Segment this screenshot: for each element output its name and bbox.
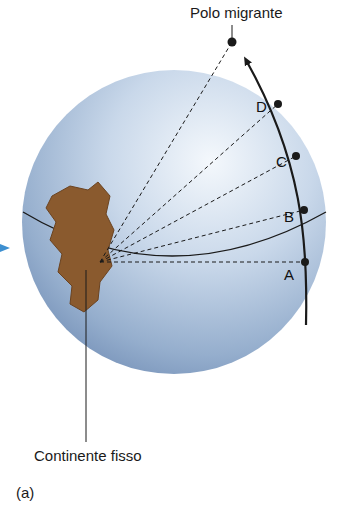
leader-line [86,270,87,442]
point-label: B [284,208,294,225]
pole-label: Polo migrante [190,4,283,21]
point-label: C [276,153,287,170]
pole-path-arrow [246,60,306,325]
continent-label: Continente fisso [34,447,142,464]
leader-line [232,25,233,38]
pole-positions [228,38,310,267]
dashed-rays [100,42,304,262]
point-label: A [284,266,294,283]
globe [22,70,326,374]
fixed-continent [46,182,114,312]
arrow-fragment [0,244,10,252]
figure-label: (a) [16,484,34,501]
point-label: D [256,98,267,115]
